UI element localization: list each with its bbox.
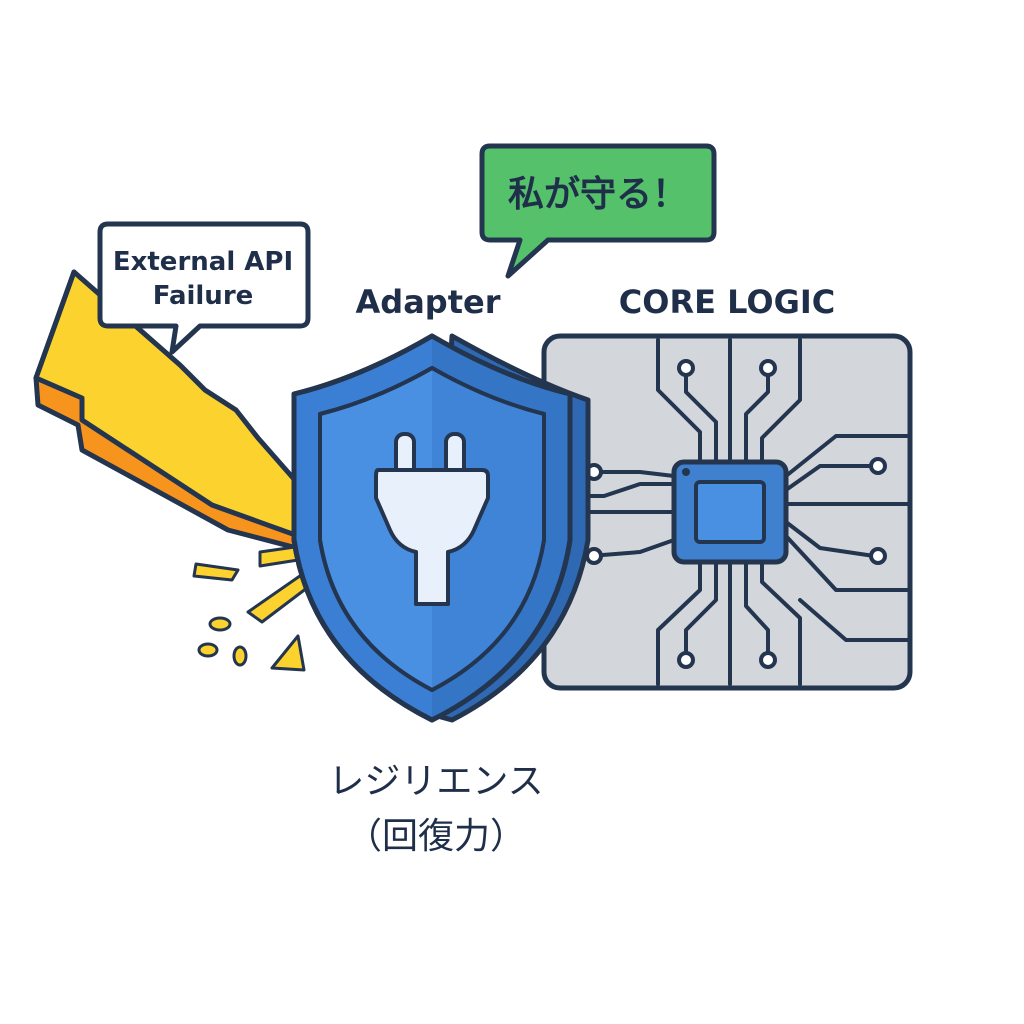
spark: [208, 616, 232, 632]
spark: [270, 634, 306, 672]
shield-icon: [291, 333, 591, 723]
circuit-pad: [677, 651, 695, 669]
circuit-pad: [677, 359, 695, 377]
plug-icon: [374, 432, 490, 606]
circuit-pad: [585, 547, 603, 565]
spark: [192, 562, 240, 582]
external-failure-line2: Failure: [153, 281, 254, 311]
caption-line1: レジリエンス: [328, 761, 543, 802]
spark: [197, 642, 219, 658]
adapter-label: Adapter: [356, 283, 501, 321]
caption-line2: （回復力）: [346, 816, 526, 857]
adapter-speech-text: 私が守る！: [508, 174, 688, 215]
core-logic-label: CORE LOGIC: [619, 283, 835, 321]
circuit-pad: [759, 359, 777, 377]
external-failure-line1: External API: [113, 247, 293, 277]
circuit-pad: [869, 547, 887, 565]
external-failure-bubble: External API Failure: [97, 221, 311, 355]
circuit-pad: [869, 457, 887, 475]
circuit-pad: [759, 651, 777, 669]
lightning-bolt-icon: [33, 269, 368, 568]
adapter-speech-bubble: 私が守る！: [479, 143, 717, 279]
circuit-board-icon: [541, 333, 913, 691]
chip-icon: [671, 459, 789, 565]
spark: [232, 645, 248, 667]
